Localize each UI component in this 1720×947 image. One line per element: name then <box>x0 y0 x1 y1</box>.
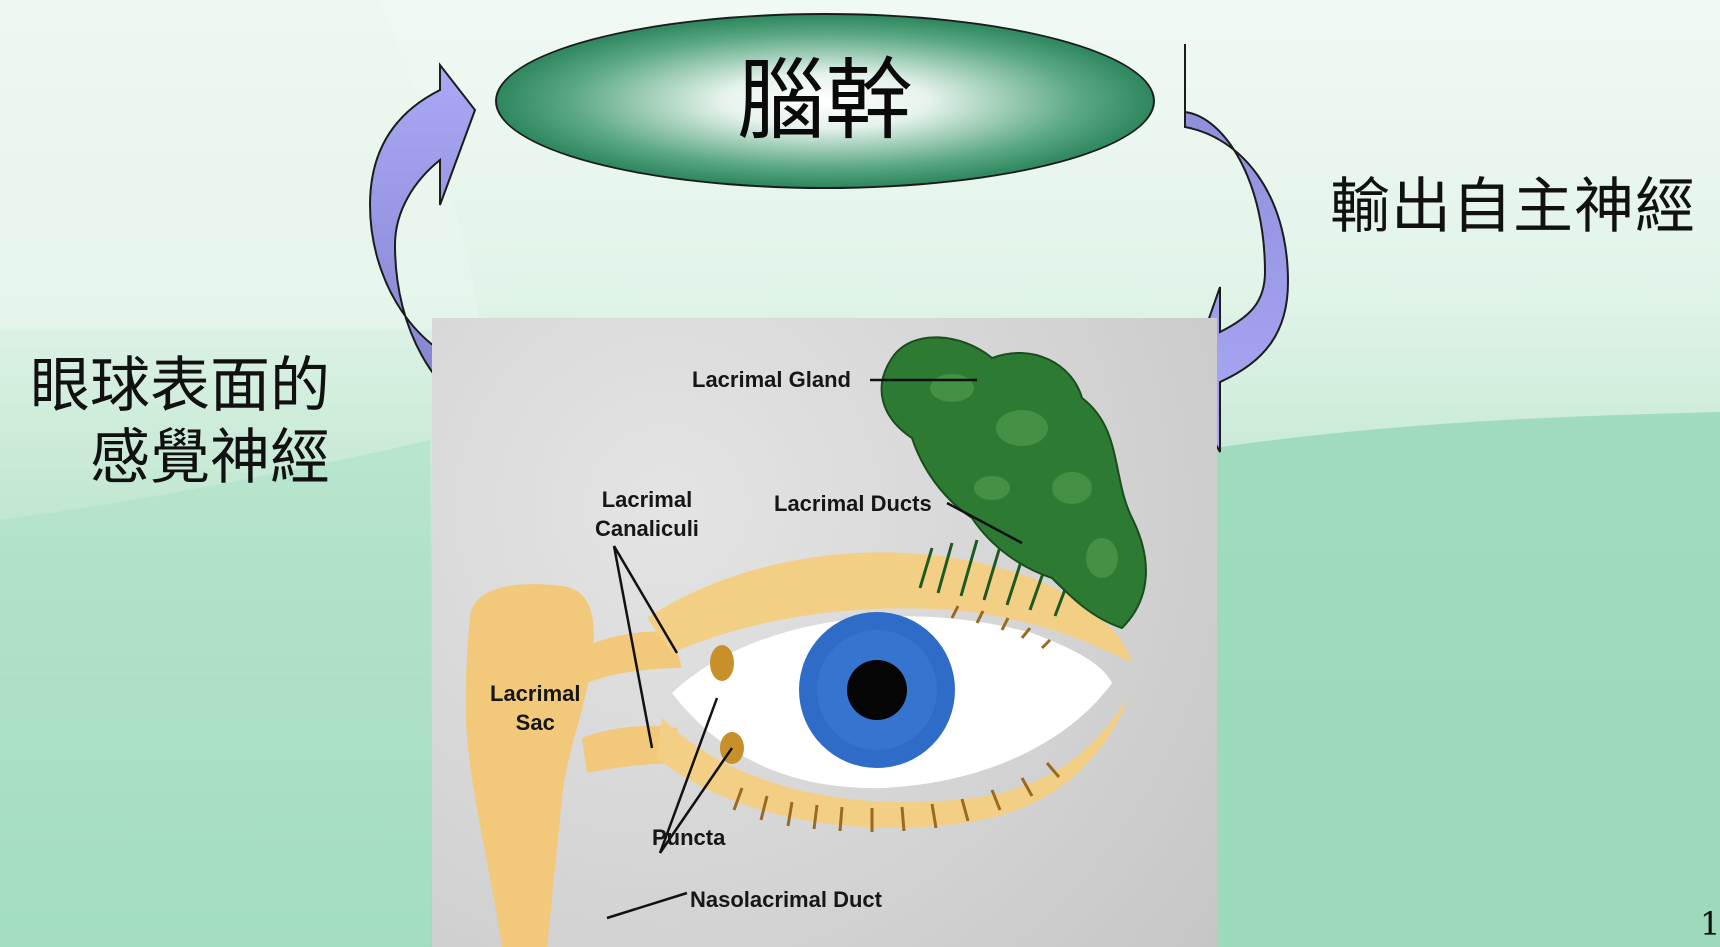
label-lacrimal-gland: Lacrimal Gland <box>692 366 851 395</box>
label-sac-line1: Lacrimal <box>490 680 581 709</box>
afferent-label-line1: 眼球表面的 <box>10 350 330 422</box>
label-canaliculi-line1: Lacrimal <box>595 486 699 515</box>
efferent-label: 輸出自主神經 <box>1330 158 1696 245</box>
label-lacrimal-sac: Lacrimal Sac <box>490 680 581 737</box>
afferent-label-line2: 感覺神經 <box>10 422 330 494</box>
label-nasolacrimal-duct: Nasolacrimal Duct <box>690 886 882 915</box>
lacrimal-sac <box>466 584 594 947</box>
label-sac-line2: Sac <box>490 709 581 738</box>
afferent-label: 眼球表面的 感覺神經 <box>10 350 330 494</box>
label-puncta: Puncta <box>652 824 725 853</box>
page-number: 1 <box>1700 905 1720 943</box>
brainstem-label: 腦幹 <box>737 57 913 145</box>
brainstem-node: 腦幹 <box>495 13 1155 189</box>
pupil <box>847 660 907 720</box>
upper-punctum <box>710 645 734 681</box>
lacrimal-drawing <box>432 318 1217 947</box>
label-lacrimal-ducts: Lacrimal Ducts <box>774 490 932 519</box>
lacrimal-system-illustration: Lacrimal Gland Lacrimal Ducts Lacrimal C… <box>432 318 1217 947</box>
label-lacrimal-canaliculi: Lacrimal Canaliculi <box>595 486 699 543</box>
label-canaliculi-line2: Canaliculi <box>595 515 699 544</box>
